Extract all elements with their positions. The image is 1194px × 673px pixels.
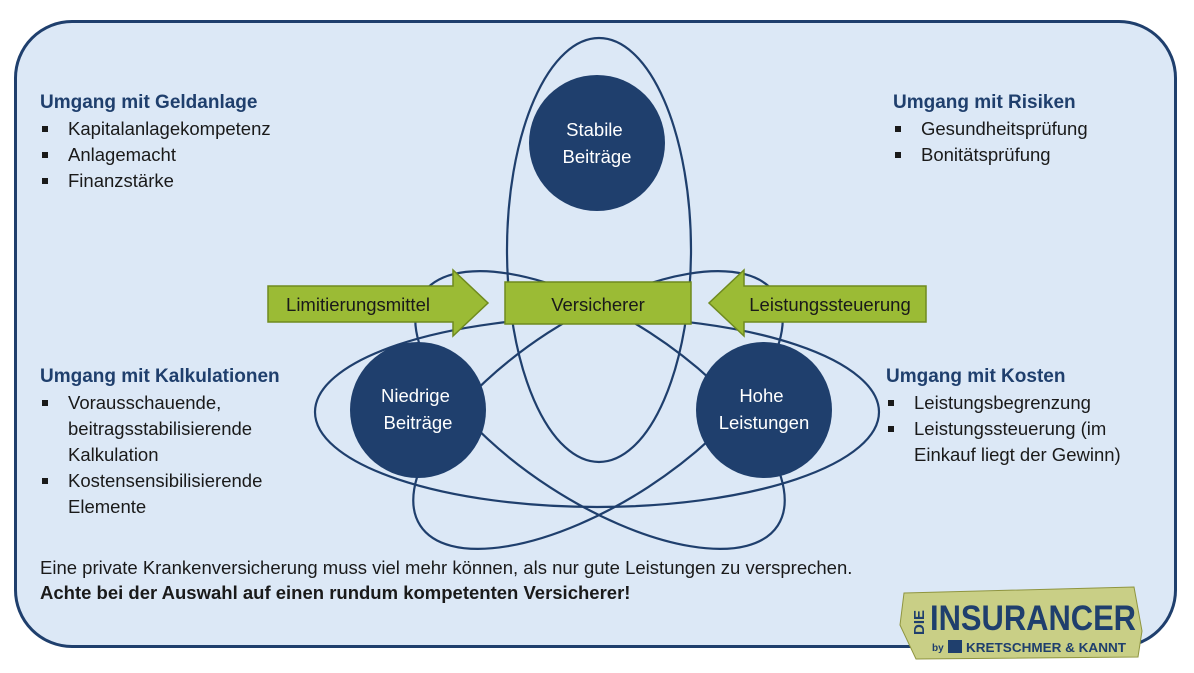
block-kalkulationen: Umgang mit Kalkulationen Vorausschauende…	[40, 364, 280, 520]
list-item-line: Vorausschauende,	[68, 392, 222, 413]
footer-line-2: Achte bei der Auswahl auf einen rundum k…	[40, 582, 631, 603]
circle-hohe-leistungen	[696, 342, 832, 478]
orbit-ellipse-top	[505, 36, 693, 464]
arrow-left-label: Limitierungsmittel	[286, 294, 430, 315]
circle-top-line2: Beiträge	[563, 146, 632, 167]
logo-brand: KRETSCHMER & KANNT	[966, 640, 1126, 655]
footer-text: Eine private Krankenversicherung muss vi…	[40, 555, 852, 605]
block-geldanlage: Umgang mit Geldanlage Kapitalanlagekompe…	[40, 90, 271, 194]
list-item-line: beitragsstabilisierende	[68, 418, 253, 439]
block-geldanlage-title: Umgang mit Geldanlage	[40, 92, 258, 113]
list-item-line: Leistungssteuerung (im	[914, 418, 1107, 439]
circle-left-line1: Niedrige	[381, 385, 450, 406]
logo-die: DIE	[911, 610, 928, 635]
insurancer-logo: DIE INSURANCER by KRETSCHMER & KANNT	[899, 586, 1143, 660]
circle-right-line2: Leistungen	[719, 412, 810, 433]
svg-text:Niedrige Beiträge: Niedrige Beiträge	[381, 385, 455, 433]
list-item: Bonitätsprüfung	[893, 142, 1088, 168]
list-item: Anlagemacht	[40, 142, 271, 168]
block-kosten-title: Umgang mit Kosten	[886, 366, 1066, 387]
block-kalkulationen-title: Umgang mit Kalkulationen	[40, 366, 280, 387]
list-item: Finanzstärke	[40, 168, 271, 194]
list-item: Leistungsbegrenzung	[886, 390, 1121, 416]
list-item-line: Kalkulation	[68, 444, 159, 465]
versicherer-box	[504, 281, 692, 325]
logo-mark-icon	[948, 640, 962, 653]
block-risiken: Umgang mit Risiken Gesundheitsprüfung Bo…	[893, 90, 1088, 168]
circle-niedrige-beitraege	[350, 342, 486, 478]
arrow-right-label: Leistungssteuerung	[749, 294, 910, 315]
list-item: Kapitalanlagekompetenz	[40, 116, 271, 142]
list-item-line: Elemente	[68, 496, 147, 517]
arrow-limitierungsmittel	[267, 268, 490, 338]
block-risiken-title: Umgang mit Risiken	[893, 92, 1076, 113]
logo-insurancer: INSURANCER	[930, 599, 1136, 638]
circle-right-line1: Hohe	[739, 385, 783, 406]
svg-text:Stabile Beiträge: Stabile Beiträge	[563, 119, 632, 167]
list-item-line: Kostensensibilisierende	[68, 470, 263, 491]
block-kosten: Umgang mit Kosten Leistungsbegrenzung Le…	[886, 364, 1121, 468]
list-item: Gesundheitsprüfung	[893, 116, 1088, 142]
circle-stabile-beitraege	[529, 75, 665, 211]
versicherer-label: Versicherer	[551, 294, 645, 315]
list-item: Kostensensibilisierende Elemente	[40, 468, 280, 520]
list-item: Leistungssteuerung (im Einkauf liegt der…	[886, 416, 1121, 468]
logo-by: by	[932, 643, 944, 654]
circle-top-line1: Stabile	[566, 119, 623, 140]
list-item-line: Einkauf liegt der Gewinn)	[914, 444, 1121, 465]
svg-text:Hohe Leistungen: Hohe Leistungen	[719, 385, 810, 433]
footer-line-1: Eine private Krankenversicherung muss vi…	[40, 557, 853, 578]
arrow-leistungssteuerung	[707, 268, 927, 338]
circle-left-line2: Beiträge	[384, 412, 453, 433]
list-item-line: Leistungsbegrenzung	[914, 392, 1091, 413]
list-item: Vorausschauende, beitragsstabilisierende…	[40, 390, 280, 468]
